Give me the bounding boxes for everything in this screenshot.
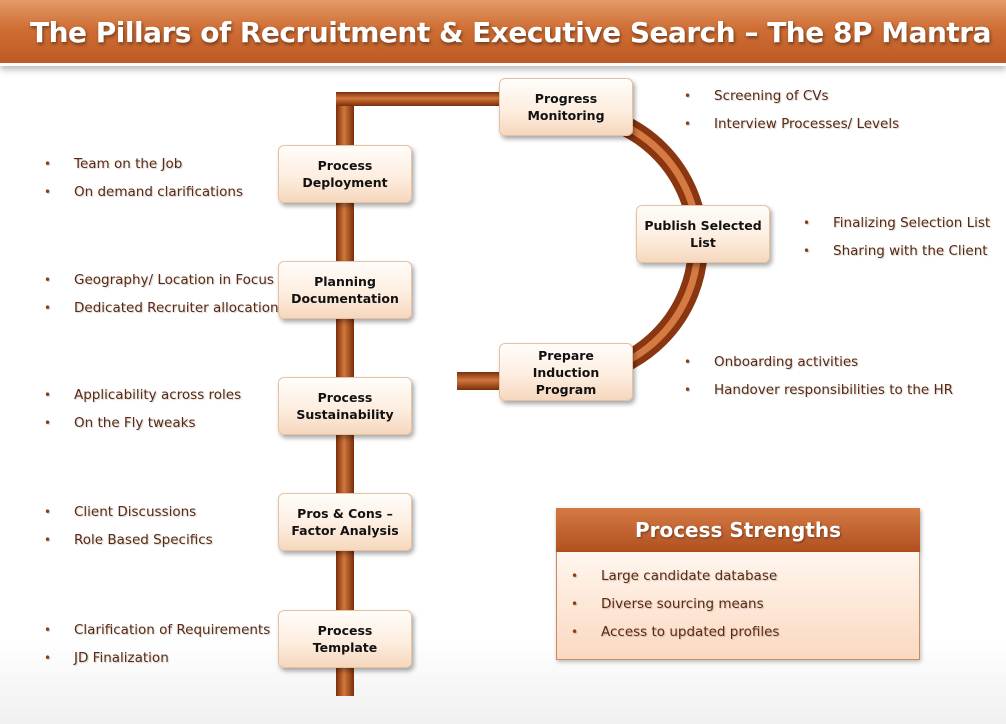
- publish-selected-list-box: Publish Selected List: [636, 205, 770, 263]
- process-template-bullets: •Clarification of Requirements •JD Final…: [42, 620, 270, 676]
- bullet-icon: •: [44, 533, 52, 547]
- list-item: •Clarification of Requirements: [44, 622, 271, 638]
- planning-documentation-bullets: •Geography/ Location in Focus •Dedicated…: [42, 270, 279, 326]
- process-strengths-body: •Large candidate database •Diverse sourc…: [556, 552, 920, 660]
- process-deployment-bullets: •Team on the Job •On demand clarificatio…: [42, 154, 243, 210]
- prepare-induction-program-bullets: •Onboarding activities •Handover respons…: [682, 352, 953, 408]
- bullet-icon: •: [684, 383, 692, 397]
- bullet-icon: •: [44, 388, 52, 402]
- list-item: •Large candidate database: [571, 568, 778, 584]
- title-bar: The Pillars of Recruitment & Executive S…: [0, 0, 1006, 66]
- list-item: •Access to updated profiles: [571, 624, 780, 640]
- bullet-icon: •: [44, 623, 52, 637]
- list-item: •Client Discussions: [44, 504, 197, 520]
- process-strengths-list: •Large candidate database •Diverse sourc…: [569, 566, 779, 650]
- induction-stub: [457, 372, 505, 390]
- bullet-icon: •: [44, 273, 52, 287]
- bullet-icon: •: [44, 416, 52, 430]
- list-item: •Role Based Specifics: [44, 532, 213, 548]
- pros-cons-factor-analysis-bullets: •Client Discussions •Role Based Specific…: [42, 502, 213, 558]
- bullet-icon: •: [803, 244, 811, 258]
- bullet-icon: •: [571, 597, 579, 611]
- bullet-icon: •: [571, 569, 579, 583]
- prepare-induction-program-box: Prepare Induction Program: [499, 343, 633, 401]
- list-item: •Onboarding activities: [684, 354, 859, 370]
- process-sustainability-bullets: •Applicability across roles •On the Fly …: [42, 385, 241, 441]
- publish-selected-list-bullets: •Finalizing Selection List •Sharing with…: [801, 213, 990, 269]
- list-item: •Geography/ Location in Focus: [44, 272, 274, 288]
- bullet-icon: •: [44, 185, 52, 199]
- list-item: •Finalizing Selection List: [803, 215, 991, 231]
- pros-cons-factor-analysis-box: Pros & Cons – Factor Analysis: [278, 493, 412, 551]
- bullet-icon: •: [44, 157, 52, 171]
- list-item: •On the Fly tweaks: [44, 415, 196, 431]
- list-item: •JD Finalization: [44, 650, 169, 666]
- process-strengths-heading: Process Strengths: [556, 508, 920, 552]
- process-sustainability-box: Process Sustainability: [278, 377, 412, 435]
- list-item: •Screening of CVs: [684, 88, 829, 104]
- page-title: The Pillars of Recruitment & Executive S…: [30, 16, 992, 49]
- process-deployment-box: Process Deployment: [278, 145, 412, 203]
- list-item: •On demand clarifications: [44, 184, 244, 200]
- bullet-icon: •: [684, 89, 692, 103]
- bullet-icon: •: [44, 301, 52, 315]
- bullet-icon: •: [684, 355, 692, 369]
- bullet-icon: •: [44, 505, 52, 519]
- bullet-icon: •: [44, 651, 52, 665]
- process-strengths-panel: Process Strengths •Large candidate datab…: [556, 508, 920, 660]
- bullet-icon: •: [803, 216, 811, 230]
- spine-top-horizontal: [336, 92, 506, 106]
- list-item: •Applicability across roles: [44, 387, 242, 403]
- list-item: •Diverse sourcing means: [571, 596, 764, 612]
- bullet-icon: •: [684, 117, 692, 131]
- list-item: •Team on the Job: [44, 156, 183, 172]
- progress-monitoring-box: Progress Monitoring: [499, 78, 633, 136]
- list-item: •Handover responsibilities to the HR: [684, 382, 954, 398]
- planning-documentation-box: Planning Documentation: [278, 261, 412, 319]
- progress-monitoring-bullets: •Screening of CVs •Interview Processes/ …: [682, 86, 899, 142]
- list-item: •Sharing with the Client: [803, 243, 988, 259]
- bullet-icon: •: [571, 625, 579, 639]
- list-item: •Interview Processes/ Levels: [684, 116, 900, 132]
- list-item: •Dedicated Recruiter allocation: [44, 300, 279, 316]
- process-template-box: Process Template: [278, 610, 412, 668]
